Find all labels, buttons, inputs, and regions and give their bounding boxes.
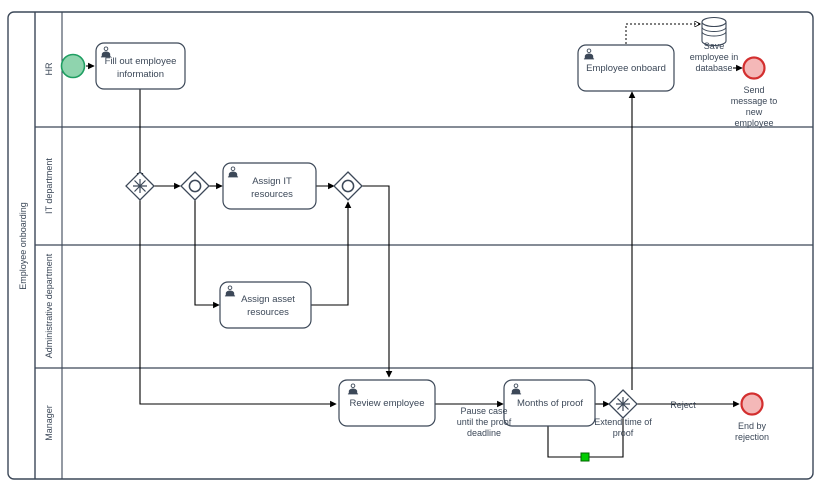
task-label-assign-it-line1: Assign IT	[252, 176, 292, 187]
end-event-label-send-line4: employee	[734, 118, 773, 128]
task-employee-onboard[interactable]: Employee onboard	[577, 44, 675, 92]
start-event-circle[interactable]	[60, 53, 86, 79]
data-store-cylinder-icon	[701, 16, 727, 47]
lane-label-admin: Administrative department	[44, 253, 54, 358]
gateway-inclusive-split[interactable]	[180, 171, 210, 201]
complex-gateway-asterisk-icon	[133, 179, 147, 193]
gateway-inclusive-join[interactable]	[333, 171, 363, 201]
task-box-review-employee[interactable]	[338, 379, 436, 427]
task-fill-out-employee-information[interactable]: Fill out employee information	[95, 42, 186, 90]
data-store-label-line2: employee in	[690, 52, 739, 62]
flow-assign-asset-to-inclusive-join	[311, 201, 352, 306]
gateway-complex-split[interactable]	[125, 171, 155, 201]
flow-label-pause-line3: deadline	[467, 428, 501, 438]
task-label-fill-out-line1: Fill out employee	[105, 56, 177, 67]
flow-label-extend-line1: Extend time of	[594, 417, 652, 427]
inclusive-gateway-circle-icon	[341, 179, 355, 193]
task-box-fill-out[interactable]	[95, 42, 186, 90]
lane-label-hr: HR	[44, 62, 54, 75]
end-event-circle-rejection[interactable]	[740, 392, 764, 416]
end-event-circle-send-message[interactable]	[742, 56, 766, 80]
lane-administrative-department: Administrative department	[35, 245, 813, 369]
task-months-of-proof[interactable]: Months of proof	[503, 379, 596, 427]
pool-label: Employee onboarding	[18, 202, 28, 290]
task-label-fill-out-line2: information	[117, 69, 164, 80]
event-end-by-rejection[interactable]: End by rejection	[735, 392, 769, 443]
end-event-label-send-line3: new	[746, 107, 763, 117]
flow-label-reject: Reject	[670, 400, 696, 410]
task-assign-asset-resources[interactable]: Assign asset resources	[219, 281, 312, 329]
task-box-assign-asset[interactable]	[219, 281, 312, 329]
end-event-label-rejection-line2: rejection	[735, 432, 769, 442]
gateway-inclusive-split-diamond[interactable]	[180, 171, 210, 201]
flow-label-pause-line1: Pause case	[460, 406, 507, 416]
association-employee-onboard-to-data-store	[625, 24, 700, 44]
lane-manager: Manager	[44, 368, 63, 479]
task-label-assign-asset-line1: Assign asset	[241, 294, 295, 305]
task-label-employee-onboard: Employee onboard	[586, 63, 666, 74]
flow-inclusive-split-to-assign-asset	[194, 200, 220, 309]
data-store-label-line3: database	[695, 63, 732, 73]
task-label-review-employee: Review employee	[350, 398, 425, 409]
complex-gateway-asterisk-icon	[616, 397, 630, 411]
task-box-employee-onboard[interactable]	[577, 44, 675, 92]
flow-label-extend-time: Extend time of proof	[594, 417, 652, 438]
lane-label-manager: Manager	[44, 405, 54, 441]
task-label-assign-it-line2: resources	[251, 189, 293, 200]
lane-it-department: IT department	[35, 127, 813, 246]
lane-label-it: IT department	[44, 158, 54, 214]
event-end-send-message[interactable]: Send message to new employee	[731, 56, 778, 129]
data-store-save-employee-in-database[interactable]: Save employee in database	[690, 16, 739, 74]
gateway-inclusive-join-diamond[interactable]	[333, 171, 363, 201]
task-review-employee[interactable]: Review employee	[338, 379, 436, 427]
task-label-months-of-proof: Months of proof	[517, 398, 583, 409]
flow-label-pause-case: Pause case until the proof deadline	[457, 406, 512, 438]
task-label-assign-asset-line2: resources	[247, 307, 289, 318]
data-store-label-line1: Save	[704, 41, 725, 51]
task-box-months-of-proof[interactable]	[503, 379, 596, 427]
loop-marker-square[interactable]	[580, 452, 590, 462]
event-start[interactable]	[60, 53, 86, 79]
task-assign-it-resources[interactable]: Assign IT resources	[222, 162, 317, 210]
flow-inclusive-join-to-review-employee	[361, 185, 393, 378]
flow-label-extend-line2: proof	[613, 428, 634, 438]
flow-label-pause-line2: until the proof	[457, 417, 512, 427]
gateway-complex-decision[interactable]	[608, 389, 638, 419]
end-event-label-send-line2: message to	[731, 96, 778, 106]
task-box-assign-it[interactable]	[222, 162, 317, 210]
end-event-label-rejection-line1: End by	[738, 421, 767, 431]
inclusive-gateway-circle-icon	[188, 179, 202, 193]
flow-complex-to-review-employee	[139, 199, 337, 408]
end-event-label-send-line1: Send	[743, 85, 764, 95]
